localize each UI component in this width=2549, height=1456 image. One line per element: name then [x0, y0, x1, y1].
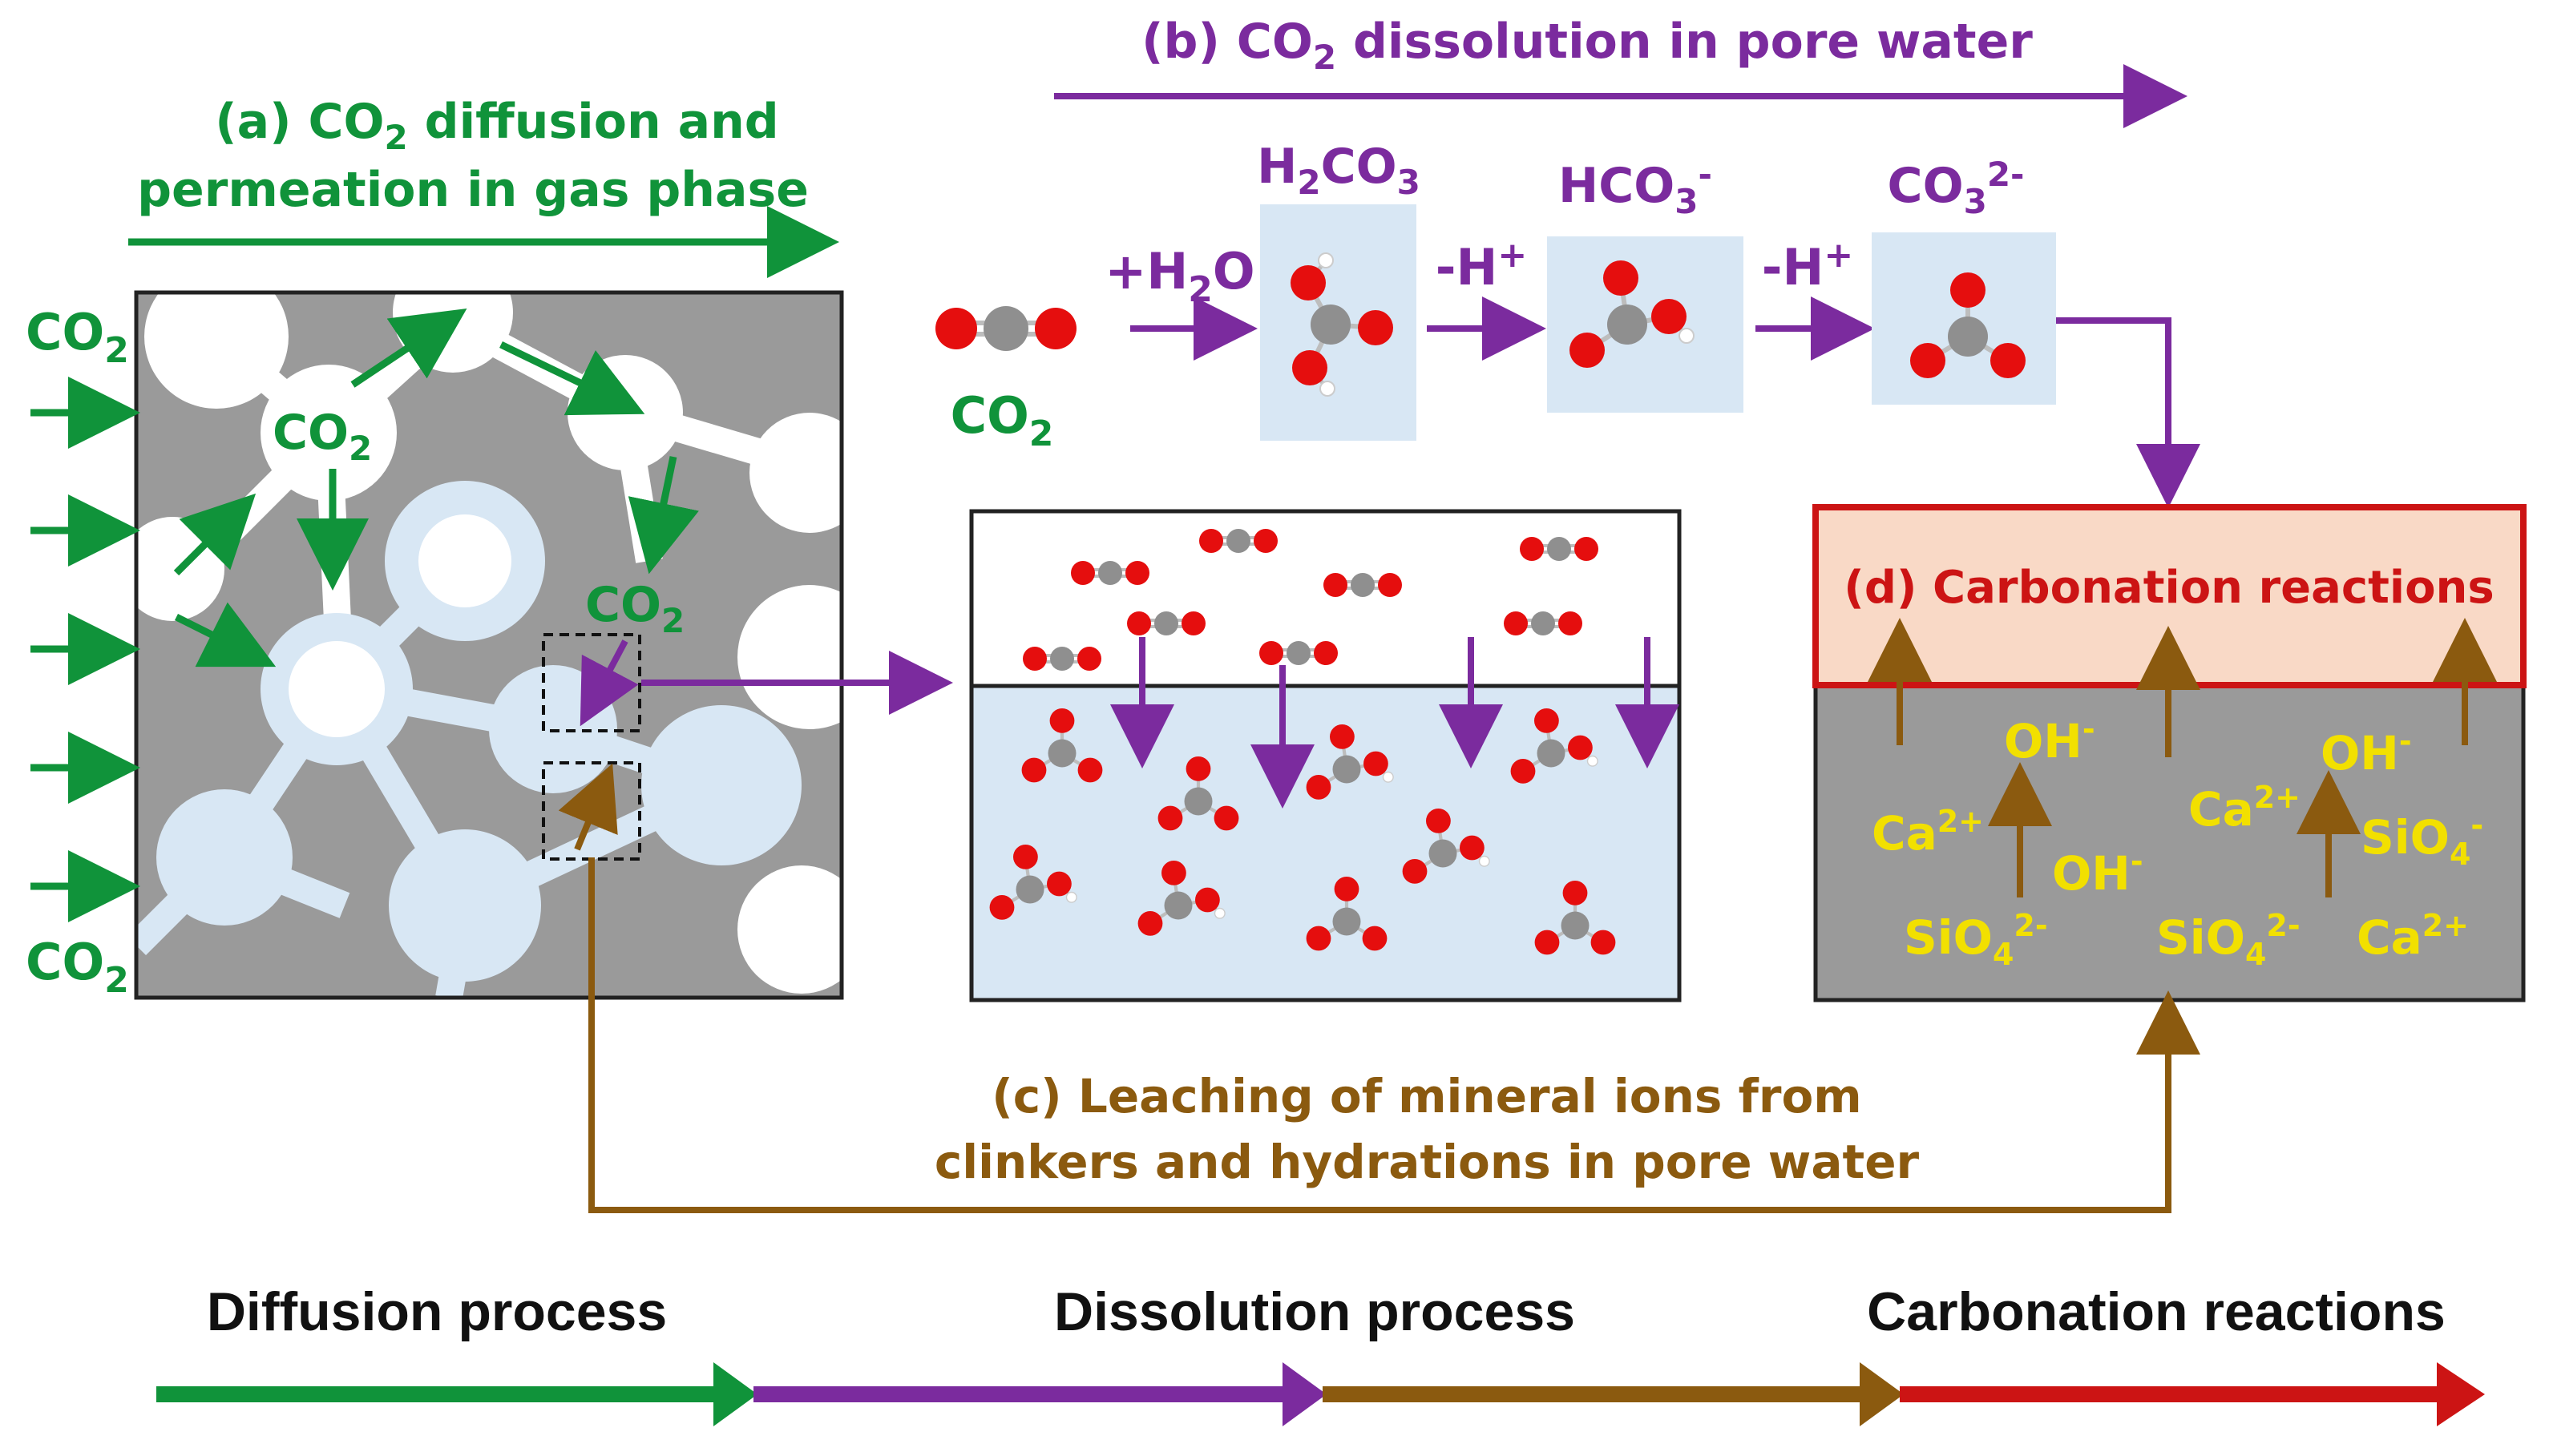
ion-oh-3: OH-	[2321, 724, 2412, 780]
co3-to-carbonation-connector	[2056, 317, 2200, 508]
step-remove-proton-1-label: -H+	[1436, 235, 1528, 296]
h2co3-label: H2CO3	[1257, 139, 1420, 202]
co2-entry-arrows	[30, 377, 140, 922]
co2-molecule	[935, 306, 1077, 351]
section-a-heading-line2: permeation in gas phase	[137, 162, 809, 218]
section-b-heading: (b) CO2 dissolution in pore water	[1141, 14, 2033, 77]
ion-sio4-2: SiO42-	[2156, 908, 2301, 972]
step-remove-proton-2-label: -H+	[1762, 235, 1854, 296]
dissolution-down-arrows	[1110, 637, 1679, 809]
section-d-carbonation-panel: (d) Carbonation reactions OH- Ca2+ OH- S…	[1812, 504, 2527, 1002]
ion-sio4-1: SiO42-	[1904, 908, 2048, 972]
zoom-box-dissolution	[542, 633, 641, 732]
pore-water-zoom-panel	[969, 509, 1682, 1002]
ion-ca-3: Ca2+	[2357, 908, 2469, 965]
co3-label: CO32-	[1888, 155, 2025, 221]
co2-entry-label-top: CO2	[26, 303, 129, 371]
process-dissolution-label: Dissolution process	[1054, 1281, 1575, 1342]
leaching-path-arrow	[588, 857, 2200, 1213]
section-a-porous-medium: CO2 CO2	[134, 290, 844, 1000]
ion-ca-1: Ca2+	[1872, 804, 1984, 861]
internal-diffusion-arrows	[173, 309, 699, 668]
dissolution-mini-arrow	[580, 639, 639, 727]
co2-entry-label-bottom: CO2	[26, 933, 129, 1001]
step-add-water-label: +H2O	[1105, 242, 1254, 310]
section-d-heading: (d) Carbonation reactions	[1844, 562, 2494, 614]
ion-oh-1: OH-	[2004, 712, 2095, 768]
ion-up-arrows	[1868, 618, 2497, 897]
ion-oh-2: OH-	[2052, 844, 2143, 901]
section-a-heading-line1: (a) CO2 diffusion and	[215, 94, 778, 157]
co2-label-pore-2: CO2	[585, 577, 685, 640]
water-pore-cores	[289, 514, 511, 737]
co2-label-pore-1: CO2	[273, 405, 372, 468]
ion-sio4-3: SiO4-	[2361, 808, 2483, 872]
section-c-heading-line1: (c) Leaching of mineral ions from	[992, 1069, 1861, 1123]
process-carbonation-label: Carbonation reactions	[1867, 1281, 2446, 1342]
hco3-label: HCO3-	[1558, 155, 1712, 221]
leaching-mini-arrow	[558, 763, 618, 851]
section-c-heading-line2: clinkers and hydrations in pore water	[935, 1135, 1920, 1189]
process-timeline-bar	[156, 1362, 2485, 1426]
co2-molecule-label: CO2	[951, 386, 1054, 454]
process-diffusion-label: Diffusion process	[207, 1281, 667, 1342]
mineral-ions: OH- Ca2+ OH- SiO42- Ca2+ SiO42- OH- SiO4…	[1872, 712, 2483, 972]
ion-ca-2: Ca2+	[2188, 780, 2301, 837]
